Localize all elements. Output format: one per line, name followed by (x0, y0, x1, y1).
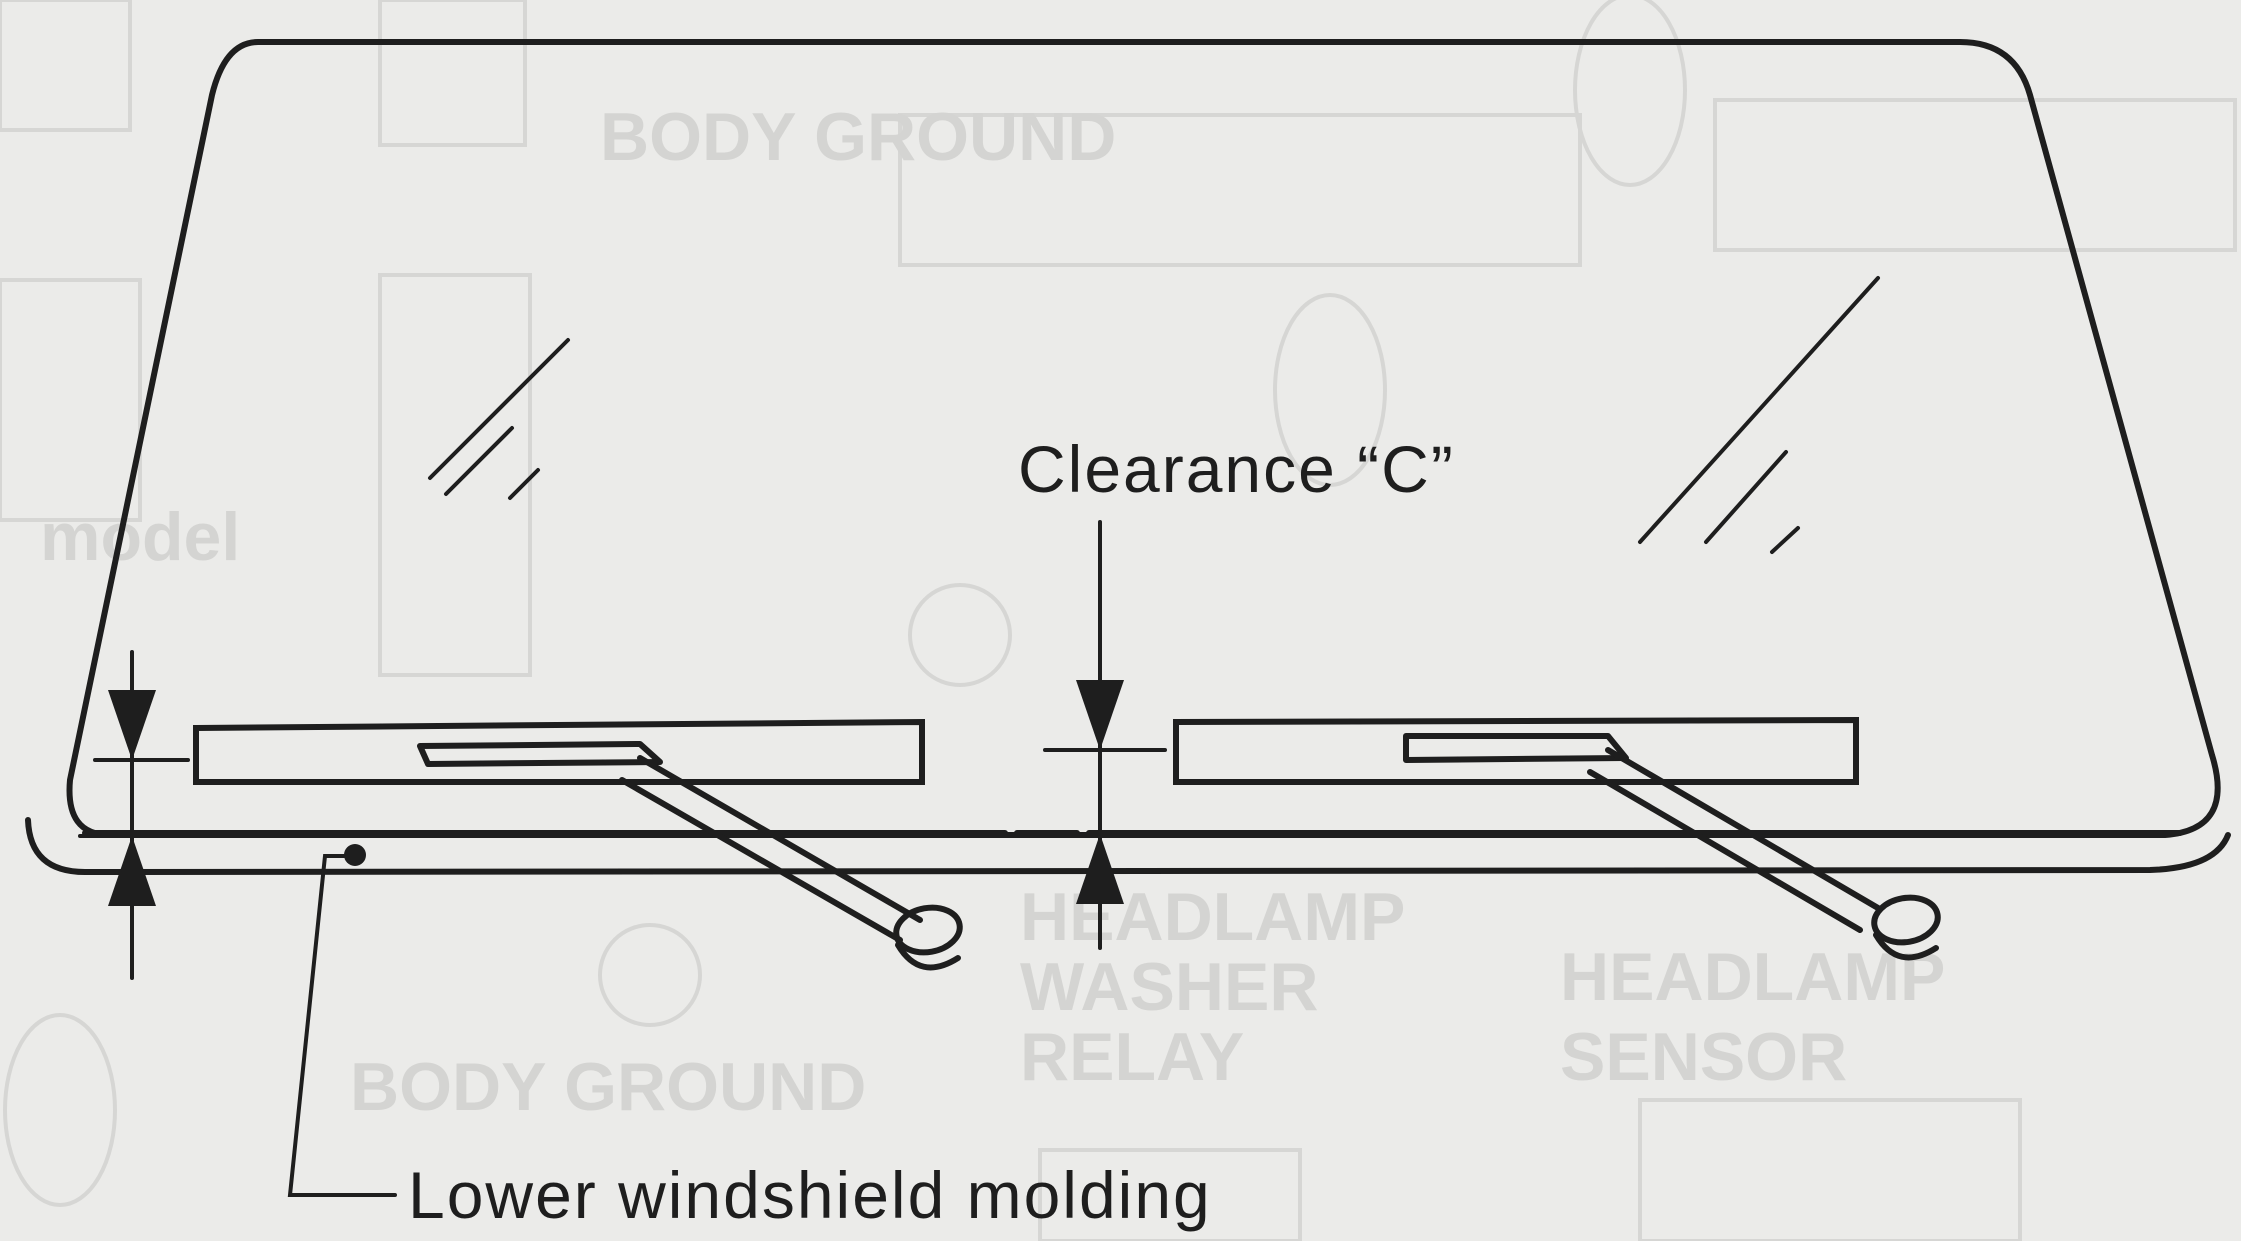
bleed-text-body-ground-2: BODY GROUND (350, 1049, 866, 1125)
bleed-text-body-ground: BODY GROUND (600, 99, 1116, 175)
bleed-text-sensor: SENSOR (1560, 1019, 1847, 1095)
glass-reflection-left (428, 338, 570, 500)
molding-leader-line (287, 854, 397, 1197)
bleed-text-headlamp-right: HEADLAMP (1560, 939, 1945, 1015)
wiper-left (193, 718, 963, 971)
clearance-dimension-c (1043, 520, 1167, 950)
bleed-text-model: model (40, 499, 240, 575)
bleed-text-washer: WASHER (1020, 949, 1318, 1025)
lower-windshield-molding-label: Lower windshield molding (408, 1158, 1212, 1232)
clearance-c-label: Clearance “C” (1018, 432, 1455, 506)
bleed-text-relay: RELAY (1020, 1019, 1244, 1095)
wiper-right (1173, 716, 1941, 961)
bleed-text-headlamp: HEADLAMP (1020, 879, 1405, 955)
glass-reflection-right (1638, 276, 1880, 554)
clearance-dimension-left (78, 650, 190, 980)
lower-windshield-molding (25, 817, 2231, 875)
